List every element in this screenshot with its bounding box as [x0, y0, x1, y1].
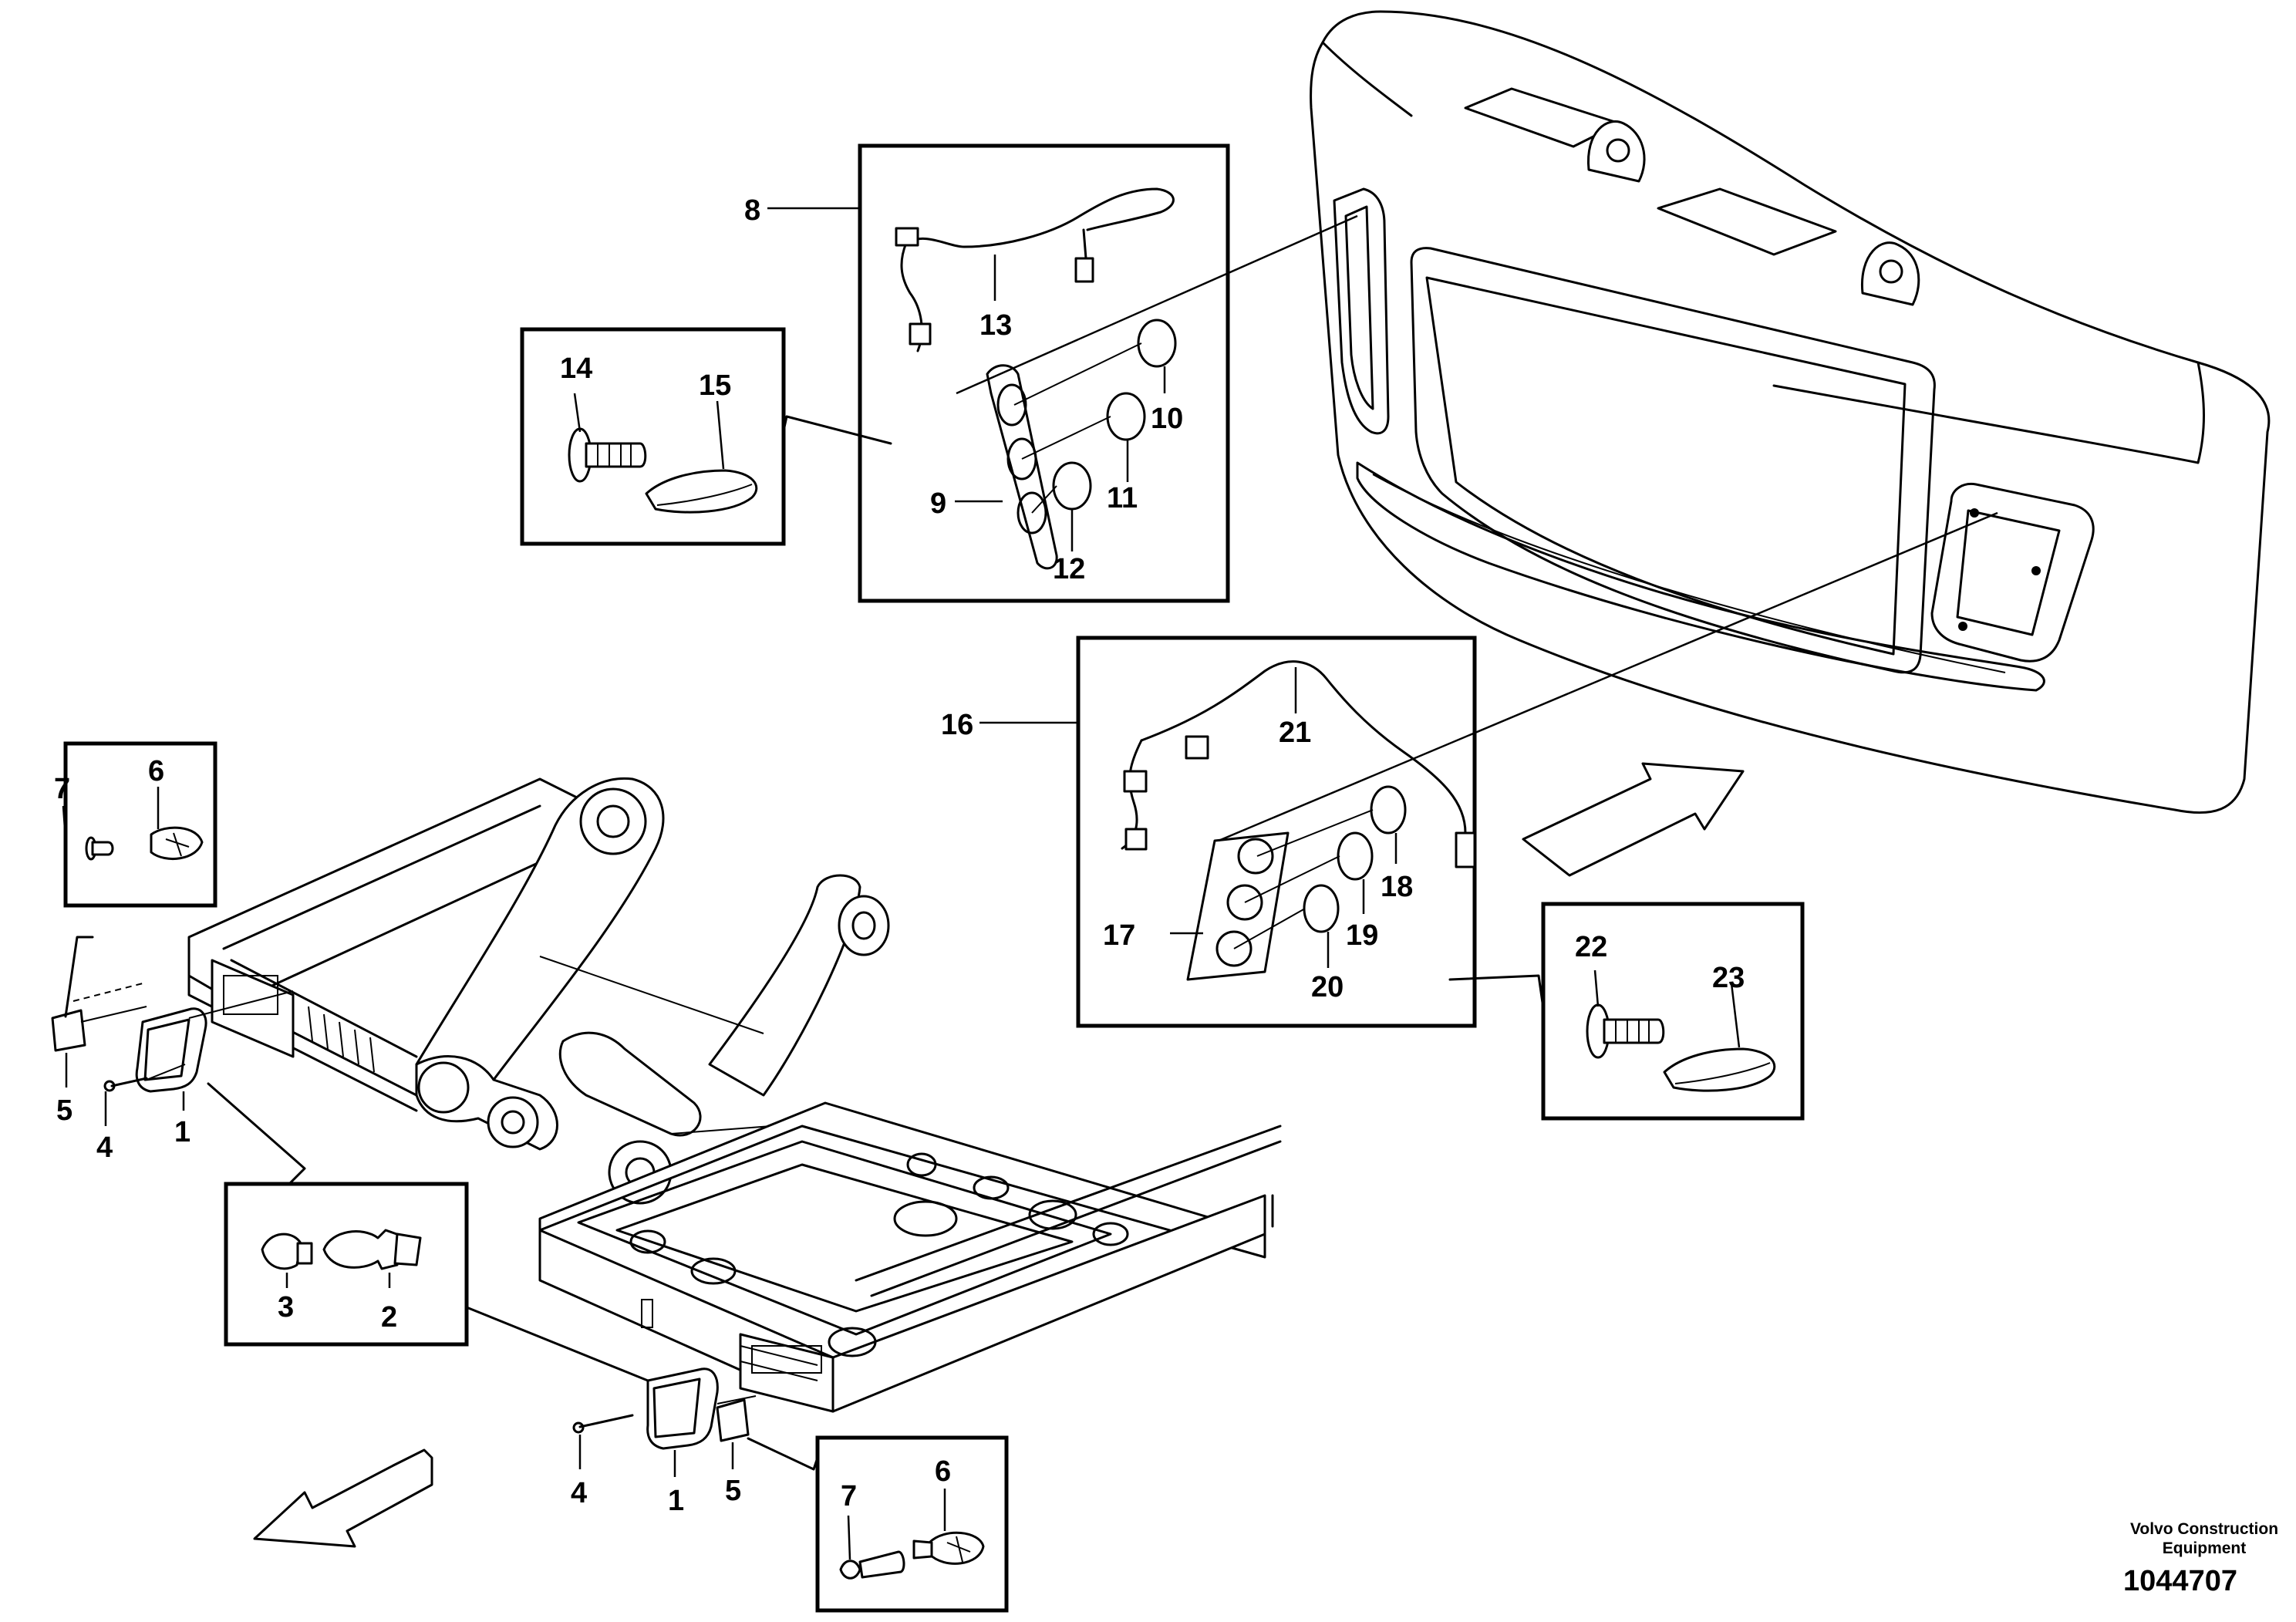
leader-box16-to-counterweight	[1218, 511, 1998, 842]
document-number: 1044707	[2123, 1565, 2237, 1597]
callout-23: 23	[1712, 962, 1745, 994]
callout-13: 13	[979, 309, 1012, 342]
credit-line-2: Equipment	[2163, 1539, 2247, 1557]
callout-10: 10	[1151, 403, 1183, 435]
callout-5-bottom: 5	[725, 1475, 741, 1507]
callout-11: 11	[1107, 482, 1138, 514]
callout-4-bottom: 4	[571, 1477, 587, 1509]
credit-line-1: Volvo Construction	[2130, 1520, 2278, 1538]
left-lamp-parts	[51, 936, 306, 1189]
callout-box-lamp-rear-left	[767, 143, 1230, 603]
callout-14: 14	[560, 352, 592, 385]
leader-box8-to-counterweight	[956, 214, 1358, 395]
callout-7-bottom: 7	[841, 1480, 857, 1512]
callout-5-left: 5	[56, 1094, 72, 1127]
upper-frame	[187, 777, 890, 1205]
direction-arrow-left	[253, 1448, 433, 1548]
callout-8: 8	[744, 194, 760, 227]
callout-22: 22	[1575, 931, 1607, 963]
callout-12: 12	[1053, 553, 1085, 585]
callout-21: 21	[1279, 717, 1311, 749]
callout-6-upper: 6	[148, 755, 164, 787]
callout-17: 17	[1103, 919, 1135, 952]
callout-box-fasteners-right	[1541, 902, 1805, 1121]
callout-9: 9	[930, 487, 946, 520]
callout-box-fasteners-upper	[520, 327, 786, 546]
callout-4-left: 4	[96, 1131, 113, 1164]
direction-arrow-right	[1522, 762, 1745, 877]
callout-18: 18	[1381, 871, 1413, 903]
callout-3: 3	[278, 1291, 294, 1324]
callout-6-bottom: 6	[935, 1455, 951, 1488]
callout-7-upper: 7	[54, 773, 70, 805]
callout-box-bulb-upper-left	[62, 741, 217, 908]
lower-frame	[538, 1101, 1282, 1413]
callout-1-left: 1	[174, 1116, 190, 1148]
callout-2: 2	[381, 1301, 397, 1334]
callout-1-bottom: 1	[668, 1485, 684, 1517]
callout-box-bulb-bottom	[815, 1435, 1009, 1613]
callout-16: 16	[941, 709, 973, 741]
callout-box-lamp-rear-right	[979, 636, 1544, 1028]
callout-20: 20	[1311, 971, 1344, 1003]
counterweight	[1310, 10, 2271, 814]
callout-box-bulbs-front	[224, 1182, 469, 1347]
callout-19: 19	[1346, 919, 1378, 952]
callout-15: 15	[699, 369, 731, 402]
